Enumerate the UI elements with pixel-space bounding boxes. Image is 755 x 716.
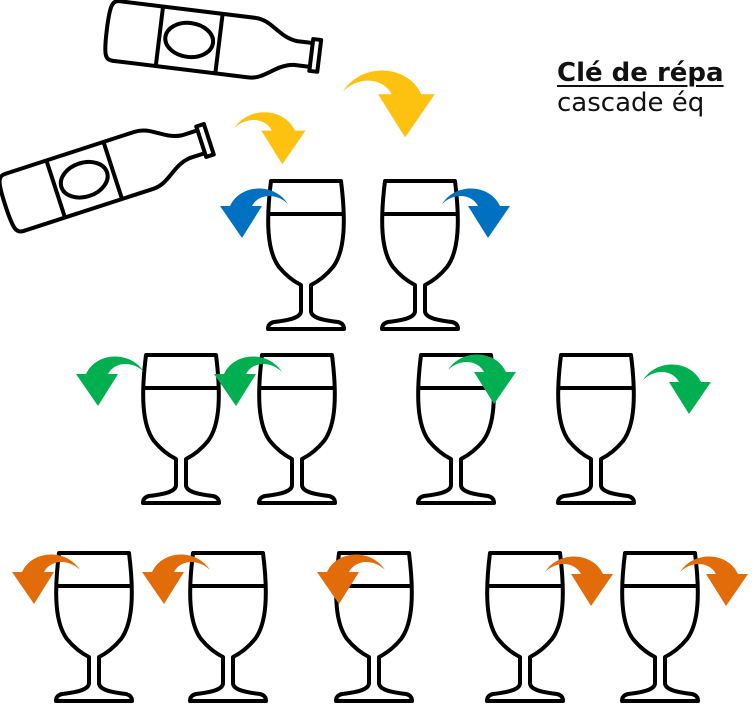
wine-glass-icon [380,179,460,331]
bottle-top [101,0,325,88]
wine-glass-icon [485,551,565,703]
caption-subtitle: cascade éq [557,88,705,118]
tier-1-arrows [220,188,510,238]
wine-glass-icon [257,353,337,505]
wine-glass-icon [266,179,346,331]
wine-glass-icon [188,551,268,703]
wine-bottle-icon [101,0,325,88]
wine-glass-icon [54,551,134,703]
wine-glass-icon [620,551,700,703]
overflow-arrow-icon [643,364,711,414]
pour-arrow-icon [234,112,306,165]
caption: Clé de répa cascade éq [557,57,724,117]
caption-title: Clé de répa [557,58,724,88]
bottle-bottom [0,108,221,236]
overflow-arrow-icon [76,356,144,406]
wine-bottle-icon [0,108,221,236]
wine-glass-icon [556,353,636,505]
wine-glass-icon [141,353,221,505]
pour-arrows [234,70,435,165]
pour-arrow-icon [343,70,435,138]
tier-1-glasses [266,179,460,331]
